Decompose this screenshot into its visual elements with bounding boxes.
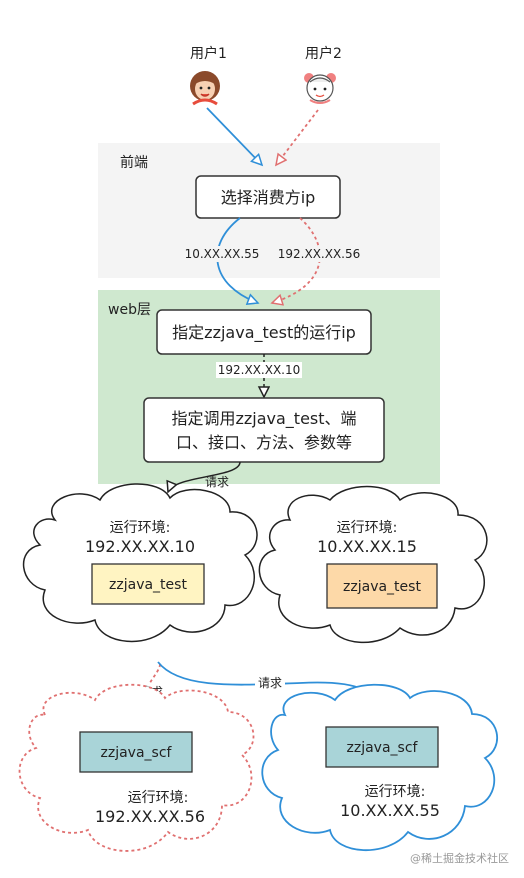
ip-right-label: 192.XX.XX.56 bbox=[278, 247, 361, 261]
env3-label: 运行环境: bbox=[128, 790, 189, 806]
frontend-web-arrow-red bbox=[272, 217, 321, 303]
select-consumer-ip-text: 选择消费方ip bbox=[221, 188, 316, 207]
frontend-web-arrow-blue bbox=[216, 217, 258, 303]
watermark: @稀土掘金技术社区 bbox=[410, 851, 509, 865]
specify-call-text-line2: 口、接口、方法、参数等 bbox=[176, 433, 352, 452]
env1-service-box bbox=[91, 563, 205, 605]
web-cloud-arrow bbox=[168, 461, 241, 492]
specify-call-text-line1: 指定调用zzjava_test、端 bbox=[171, 409, 356, 429]
user1-avatar-icon bbox=[190, 71, 220, 106]
env2-service-box bbox=[326, 563, 438, 609]
env4-ip: 10.XX.XX.55 bbox=[340, 801, 440, 820]
env3-service-box bbox=[79, 731, 193, 773]
web-ip-label: 192.XX.XX.10 bbox=[218, 363, 301, 377]
user1-arrow bbox=[206, 107, 262, 165]
user1-label: 用户1 bbox=[190, 45, 227, 62]
request-label-1: 请求 bbox=[205, 475, 229, 489]
env4-label: 运行环境: bbox=[365, 784, 426, 800]
web-label: web层 bbox=[108, 302, 151, 318]
specify-runtime-ip-text: 指定zzjava_test的运行ip bbox=[172, 323, 356, 343]
select-consumer-ip-box bbox=[195, 175, 341, 219]
env1-ip: 192.XX.XX.10 bbox=[85, 537, 195, 556]
frontend-label: 前端 bbox=[120, 154, 148, 171]
env2-service: zzjava_test bbox=[343, 579, 421, 595]
env1-label: 运行环境: bbox=[110, 520, 171, 536]
runtime-cloud-1 bbox=[23, 483, 258, 643]
request-label-3: 请求 bbox=[258, 676, 282, 690]
env3-service: zzjava_scf bbox=[101, 745, 173, 761]
env2-ip: 10.XX.XX.15 bbox=[317, 537, 417, 556]
specify-call-box bbox=[143, 397, 385, 463]
env2-label: 运行环境: bbox=[337, 520, 398, 536]
env4-service-box bbox=[325, 726, 439, 768]
user2-label: 用户2 bbox=[305, 45, 342, 62]
env4-service: zzjava_scf bbox=[347, 740, 419, 756]
env3-ip: 192.XX.XX.56 bbox=[95, 807, 205, 826]
ip-left-label: 10.XX.XX.55 bbox=[185, 247, 260, 261]
env1-service: zzjava_test bbox=[109, 577, 187, 593]
user2-avatar-icon bbox=[304, 73, 336, 104]
